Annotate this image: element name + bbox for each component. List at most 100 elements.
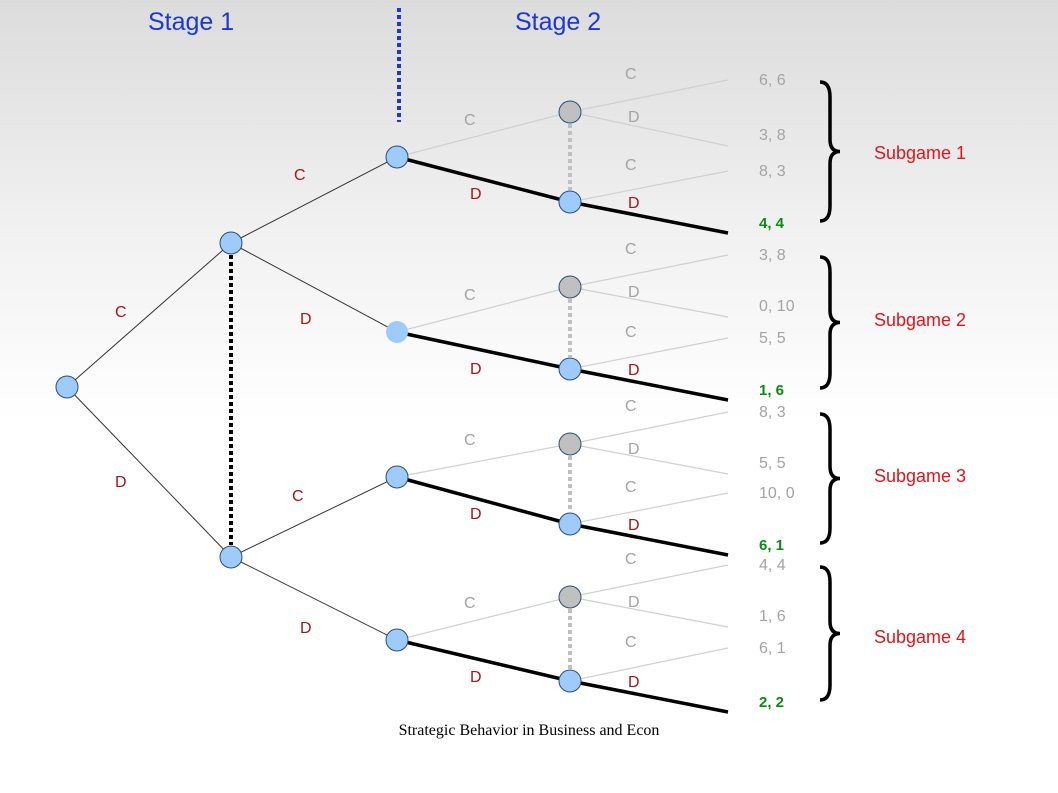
payoff-subgame-1-2: 3, 8 bbox=[759, 127, 786, 144]
action-label-subgame-4-upper-c: C bbox=[625, 551, 637, 568]
edge-subgame-3-p1-c bbox=[396, 443, 571, 478]
payoff-subgame-4-2: 1, 6 bbox=[759, 608, 786, 625]
brace-subgame-2 bbox=[819, 255, 841, 390]
footer-caption: Strategic Behavior in Business and Econ bbox=[398, 722, 660, 739]
action-label-subgame-2-upper-c: C bbox=[625, 241, 637, 258]
action-label-subgame-4-lower-d: D bbox=[628, 674, 640, 691]
payoff-subgame-1-4: 4, 4 bbox=[759, 215, 785, 232]
action-label-subgame-2-upper-d: D bbox=[628, 284, 640, 301]
node-subgame-4-p2-lower bbox=[558, 669, 582, 693]
action-label-subgame-1-lower-c: C bbox=[625, 157, 637, 174]
payoff-subgame-1-1: 6, 6 bbox=[759, 72, 786, 89]
action-label-subgame-1-p1-d: D bbox=[470, 186, 482, 203]
action-label-subgame-2-p1-d: D bbox=[470, 361, 482, 378]
node-subgame-3-p2-upper bbox=[558, 432, 582, 456]
edge-stage1-p1-d bbox=[66, 386, 232, 558]
node-subgame-3-p2-lower bbox=[558, 512, 582, 536]
action-label-subgame-2-p1-c: C bbox=[464, 287, 476, 304]
edge-stage1-p2-bottom-c bbox=[230, 476, 398, 558]
edge-subgame-2-dc bbox=[569, 337, 729, 370]
action-label-stage1-c: C bbox=[115, 304, 127, 321]
edge-subgame-3-p1-d bbox=[396, 475, 571, 526]
node-stage1-p2-bottom bbox=[219, 545, 243, 569]
action-label-stage1-p2-top-c: C bbox=[294, 167, 306, 184]
action-label-stage1-p2-bottom-c: C bbox=[292, 488, 304, 505]
node-subgame-1-p1 bbox=[385, 145, 409, 169]
action-label-subgame-3-upper-d: D bbox=[628, 441, 640, 458]
action-label-stage1-d: D bbox=[115, 474, 127, 491]
stage-2-title: Stage 2 bbox=[515, 8, 602, 36]
payoff-subgame-3-4: 6, 1 bbox=[759, 537, 784, 554]
edge-subgame-4-cc bbox=[569, 564, 729, 598]
edge-stage1-p2-top-d bbox=[230, 242, 398, 333]
action-label-stage1-p2-top-d: D bbox=[300, 311, 312, 328]
edge-stage1-p1-c bbox=[66, 242, 232, 388]
brace-subgame-1 bbox=[819, 80, 841, 223]
edge-subgame-3-cc bbox=[569, 411, 729, 445]
payoff-subgame-4-3: 6, 1 bbox=[759, 640, 786, 657]
edge-subgame-4-p1-c bbox=[396, 596, 571, 641]
edge-subgame-4-dc bbox=[569, 647, 729, 682]
edge-stage1-p2-top-c bbox=[230, 156, 398, 244]
edge-subgame-3-dd bbox=[569, 522, 729, 557]
node-stage1-p1 bbox=[55, 375, 79, 399]
action-label-subgame-4-p1-d: D bbox=[470, 669, 482, 686]
payoff-subgame-1-3: 8, 3 bbox=[759, 163, 786, 180]
edge-subgame-4-p1-d bbox=[396, 638, 571, 683]
node-subgame-1-p2-upper bbox=[558, 100, 582, 124]
action-label-subgame-1-lower-d: D bbox=[628, 195, 640, 212]
payoff-subgame-3-2: 5, 5 bbox=[759, 455, 786, 472]
subgame-2-label: Subgame 2 bbox=[874, 310, 967, 330]
action-label-subgame-3-p1-d: D bbox=[470, 506, 482, 523]
action-label-subgame-4-lower-c: C bbox=[625, 634, 637, 651]
edge-subgame-1-dc bbox=[569, 170, 729, 203]
node-subgame-1-p2-lower bbox=[558, 190, 582, 214]
stage-1-title: Stage 1 bbox=[148, 8, 235, 36]
edge-subgame-2-cd bbox=[569, 286, 729, 318]
payoff-subgame-2-1: 3, 8 bbox=[759, 247, 786, 264]
subgame-1-label: Subgame 1 bbox=[874, 143, 967, 163]
edge-subgame-1-p1-d bbox=[396, 155, 571, 204]
edge-subgame-4-dd bbox=[569, 679, 729, 714]
node-subgame-2-p2-lower bbox=[558, 357, 582, 381]
node-subgame-3-p1 bbox=[385, 465, 409, 489]
node-stage1-p2-top bbox=[219, 231, 243, 255]
payoff-subgame-2-4: 1, 6 bbox=[759, 382, 784, 399]
edge-subgame-4-cd bbox=[569, 596, 729, 628]
payoff-subgame-2-2: 0, 10 bbox=[759, 298, 795, 315]
action-label-subgame-3-lower-d: D bbox=[628, 517, 640, 534]
edge-subgame-3-cd bbox=[569, 443, 729, 475]
edge-subgame-1-cc bbox=[569, 79, 729, 113]
edge-stage1-p2-bottom-d bbox=[230, 556, 398, 641]
node-subgame-2-p2-upper bbox=[558, 275, 582, 299]
payoff-subgame-4-4: 2, 2 bbox=[759, 694, 784, 711]
payoff-subgame-3-3: 10, 0 bbox=[759, 485, 795, 502]
edge-subgame-1-p1-c bbox=[396, 111, 571, 158]
node-subgame-4-p2-upper bbox=[558, 585, 582, 609]
edge-subgame-1-cd bbox=[569, 111, 729, 147]
brace-subgame-3 bbox=[819, 412, 841, 545]
edge-subgame-1-dd bbox=[569, 200, 729, 235]
payoff-subgame-2-3: 5, 5 bbox=[759, 330, 786, 347]
subgame-3-label: Subgame 3 bbox=[874, 466, 967, 486]
payoff-subgame-4-1: 4, 4 bbox=[759, 557, 786, 574]
action-label-subgame-1-upper-d: D bbox=[628, 109, 640, 126]
node-subgame-2-p1 bbox=[386, 321, 408, 343]
action-label-subgame-3-lower-c: C bbox=[625, 479, 637, 496]
action-label-subgame-1-p1-c: C bbox=[464, 112, 476, 129]
action-label-subgame-2-lower-c: C bbox=[625, 324, 637, 341]
action-label-subgame-4-upper-d: D bbox=[628, 594, 640, 611]
edge-subgame-2-p1-c bbox=[396, 286, 571, 333]
subgame-4-label: Subgame 4 bbox=[874, 627, 967, 647]
edge-subgame-2-p1-d bbox=[396, 330, 571, 371]
brace-subgame-4 bbox=[819, 565, 841, 702]
action-label-stage1-p2-bottom-d: D bbox=[300, 620, 312, 637]
edge-subgame-3-dc bbox=[569, 492, 729, 525]
edge-subgame-2-dd bbox=[569, 367, 729, 402]
action-label-subgame-4-p1-c: C bbox=[464, 595, 476, 612]
action-label-subgame-2-lower-d: D bbox=[628, 362, 640, 379]
action-label-subgame-1-upper-c: C bbox=[625, 66, 637, 83]
payoff-subgame-3-1: 8, 3 bbox=[759, 404, 786, 421]
action-label-subgame-3-p1-c: C bbox=[464, 432, 476, 449]
